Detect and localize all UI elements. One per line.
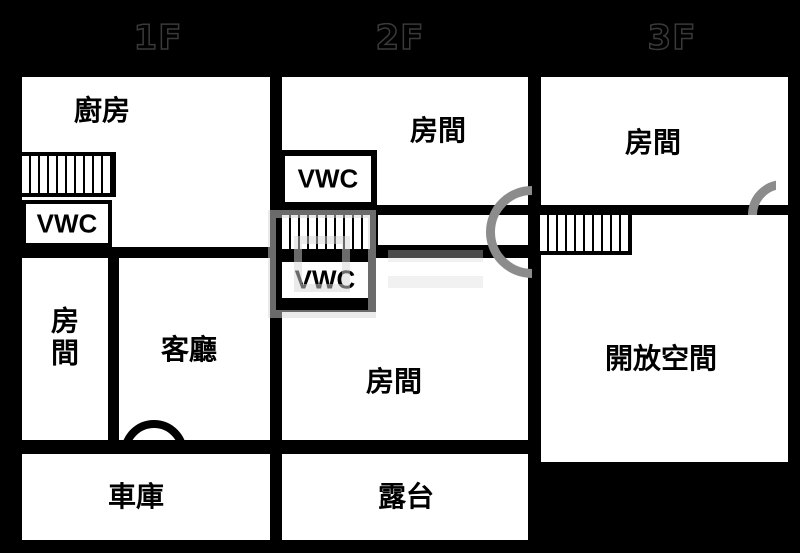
room-2f-vwc-mid: VWC [282, 258, 372, 302]
staircase-2f [278, 211, 374, 253]
floor-label-3f: 3F [647, 17, 697, 59]
wc-label-1f: VWC [36, 208, 98, 238]
room-1f-vwc: VWC [22, 200, 112, 247]
staircase-3f [536, 211, 632, 255]
room-label-garage: 車庫 [108, 480, 165, 513]
floor-label-1f: 1F [133, 17, 183, 59]
room-2f-balcony: 露台 [282, 454, 528, 540]
floor-label-2f: 2F [375, 17, 425, 59]
room-2f-vwc-top: VWC [279, 150, 377, 208]
wc-label-2f-top: VWC [297, 163, 359, 194]
room-label-living: 客廳 [161, 333, 218, 366]
wc-label-2f-mid: VWC [294, 264, 356, 295]
room-label-2f-bottom: 房間 [366, 365, 423, 398]
room-label-1f-bedroom: 房間 [47, 306, 80, 370]
room-label-open-space: 開放空間 [605, 342, 718, 375]
room-label-kitchen: 廚房 [74, 94, 131, 127]
room-3f-open-space: 開放空間 [541, 215, 788, 462]
room-1f-bedroom: 房間 [22, 258, 108, 440]
room-1f-garage: 車庫 [22, 454, 270, 540]
room-3f-room: 房間 [541, 77, 788, 205]
room-label-3f-room: 房間 [625, 126, 682, 159]
door-swing-1f-living [121, 420, 187, 440]
room-label-2f-top: 房間 [410, 114, 467, 147]
room-label-balcony: 露台 [378, 480, 435, 513]
staircase-1f [18, 152, 116, 197]
room-1f-living: 客廳 [119, 258, 270, 440]
